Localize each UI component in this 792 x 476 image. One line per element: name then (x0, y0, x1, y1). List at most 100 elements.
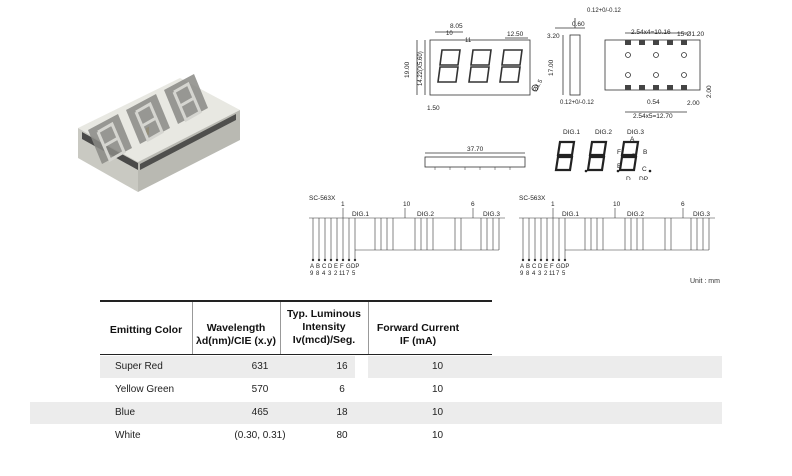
circuit2-dig1: DIG.1 (562, 211, 579, 218)
c2-letter-e: E (544, 264, 548, 270)
c1-pin-3: 3 (328, 271, 332, 277)
circuit1-dig3: DIG.3 (483, 211, 500, 218)
circuit-diagram-2: SC-563X 1 10 6 DIG.1 DIG.2 DIG.3 A B C D… (519, 195, 715, 277)
c2-pin-11: 11 (549, 271, 556, 277)
row-current: 10 (431, 430, 444, 441)
dim-pitch-top: 2.54x4=10.16 (631, 29, 671, 36)
c2-pin-8: 8 (526, 271, 530, 277)
c1-letter-b: B (316, 264, 320, 270)
seg-d: D (626, 176, 631, 180)
table-row: Yellow Green 570 6 10 (30, 379, 722, 401)
bottom-view (604, 32, 701, 113)
c1-pin-5: 5 (352, 271, 356, 277)
row-color: Yellow Green (115, 384, 175, 395)
dim-200b: 2.00 (706, 85, 713, 98)
row-current: 10 (431, 407, 444, 418)
dim-054: 0.54 (647, 99, 660, 106)
seg-a: A (630, 136, 635, 143)
seg-c: C (642, 166, 647, 173)
row-intensity: 16 (336, 361, 348, 372)
row-wavelength: 631 (251, 361, 269, 372)
table-row: White (0.30, 0.31) 80 10 (30, 425, 722, 447)
dim-200a: 2.00 (687, 100, 700, 107)
c1-letter-e: E (334, 264, 338, 270)
c2-letter-d: D (538, 264, 543, 270)
table-header-rule (100, 354, 492, 355)
seg-dig2: DIG.2 (595, 129, 612, 136)
table-col-divider-2 (280, 302, 281, 354)
table-top-rule (100, 300, 492, 302)
dim-060: 0.60 (572, 21, 585, 28)
dim-1250: 12.50 (507, 31, 524, 38)
c2-letter-b: B (526, 264, 530, 270)
circuit1-dig2: DIG.2 (417, 211, 434, 218)
circuit1-model: SC-563X (309, 195, 336, 202)
dimension-drawings: 8.05 10 11 12.50 19.00 14.22(X5.60) Ø1.5… (404, 8, 713, 180)
circuit1-pin6: 6 (471, 201, 475, 208)
header-emitting-color: Emitting Color (109, 324, 183, 336)
front-view (416, 31, 539, 96)
row-intensity: 80 (336, 430, 348, 441)
c1-letter-dp: DP (351, 264, 359, 270)
dim-805: 8.05 (450, 23, 463, 30)
seg-f: F (617, 149, 621, 156)
dim-150: 1.50 (427, 105, 440, 112)
table-row: Super Red 631 16 10 (30, 356, 722, 378)
c1-letter-d: D (328, 264, 333, 270)
row-wavelength: 570 (251, 384, 269, 395)
c2-pin-7: 7 (556, 271, 560, 277)
seg-dp: DP (639, 176, 648, 180)
dim-pitch-bottom: 2.54x5=12.70 (633, 113, 673, 120)
side-view (555, 18, 585, 96)
dim-top-tol: 0.12+0/-0.12 (587, 8, 622, 14)
circuit1-dig1: DIG.1 (352, 211, 369, 218)
c2-letter-g: G (556, 264, 561, 270)
circuit-diagram-1: SC-563X 1 10 6 DIG.1 DIG.2 DIG.3 A B C (309, 195, 505, 277)
c1-pin-9: 9 (310, 271, 314, 277)
header-luminous-intensity: Typ. Luminous Intensity Iv(mcd)/Seg. (287, 308, 361, 346)
circuit2-dig2: DIG.2 (627, 211, 644, 218)
row-wavelength: 465 (251, 407, 269, 418)
row-wavelength: (0.30, 0.31) (234, 430, 286, 441)
segment-layout (554, 140, 640, 172)
row-intensity: 6 (339, 384, 345, 395)
seg-dig1: DIG.1 (563, 129, 580, 136)
dim-3770: 37.70 (467, 146, 484, 153)
dim-320: 3.20 (547, 33, 560, 40)
circuit2-model: SC-563X (519, 195, 546, 202)
c1-letter-g: G (346, 264, 351, 270)
row-color: Blue (115, 407, 136, 418)
row-color: Super Red (115, 361, 163, 372)
dim-d15: Ø1.5 (533, 78, 545, 93)
dim-d15b: 15-Ø1.20 (677, 31, 704, 38)
c2-letter-a: A (520, 264, 524, 270)
header-wavelength: Wavelength λd(nm)/CIE (x.y) (196, 322, 276, 347)
row-current: 10 (431, 361, 444, 372)
circuit2-dig3: DIG.3 (693, 211, 710, 218)
dim-11: 11 (465, 38, 472, 44)
c1-letter-f: F (340, 264, 344, 270)
seg-e: E (617, 163, 622, 170)
table-col-divider-3 (368, 302, 369, 354)
c1-pin-2: 2 (334, 271, 338, 277)
circuit2-pin1: 1 (551, 201, 555, 208)
c1-letter-c: C (322, 264, 327, 270)
row-color: White (115, 430, 141, 441)
dim-side-tol: 0.12+0/-0.12 (560, 100, 595, 106)
c2-pin-5: 5 (562, 271, 566, 277)
c1-pin-7: 7 (346, 271, 350, 277)
circuit2-pin6: 6 (681, 201, 685, 208)
table-col-divider-1 (192, 302, 193, 354)
unit-note: Unit : mm (690, 278, 720, 285)
seg-g: G (631, 153, 636, 160)
c1-letter-a: A (310, 264, 314, 270)
c1-pin-11: 11 (339, 271, 346, 277)
seg-b: B (643, 149, 647, 156)
edge-view (424, 152, 526, 170)
c2-pin-9: 9 (520, 271, 524, 277)
c2-pin-4: 4 (532, 271, 536, 277)
header-forward-current: Forward Current IF (mA) (376, 322, 460, 347)
c2-pin-3: 3 (538, 271, 542, 277)
dim-1700: 17.00 (548, 59, 555, 76)
row-current: 10 (431, 384, 444, 395)
